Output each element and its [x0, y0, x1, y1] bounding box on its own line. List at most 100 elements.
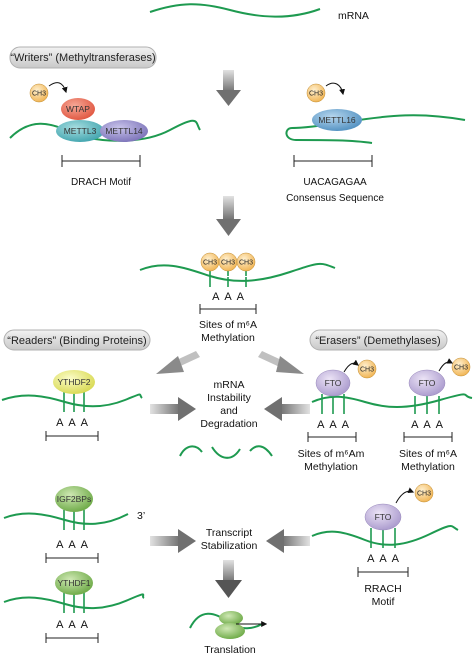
ch3-eraser-1: CH3: [357, 359, 377, 379]
sites-bracket: [199, 304, 257, 314]
instability-line2: Instability: [207, 392, 252, 404]
erasers-header: “Erasers” (Demethylases): [309, 329, 448, 351]
uac-sequence-label: UACAGAGAA: [303, 177, 367, 188]
stabilization-line1: Transcript: [206, 527, 252, 539]
instability-line4: Degradation: [200, 418, 257, 430]
three-prime-label: 3’: [137, 510, 145, 522]
svg-text:YTHDF2: YTHDF2: [57, 377, 90, 387]
svg-text:“Writers” (Methyltransferases): “Writers” (Methyltransferases): [10, 52, 155, 64]
ch3-group-mettl16: CH3: [306, 83, 326, 103]
ch3-site-1: CH3: [200, 252, 220, 272]
m6am-label-line1: Sites of m⁶Am: [298, 448, 365, 460]
rrach-label-line1: RRACH: [364, 583, 401, 595]
arrow-left-to-degradation: [264, 397, 310, 421]
svg-text:FTO: FTO: [325, 378, 342, 388]
fto-protein-1: FTO: [315, 369, 351, 397]
ythdf2-bracket: [45, 431, 99, 441]
drach-bracket: [61, 155, 141, 167]
ribosome-icon: [215, 611, 245, 639]
release-arrow-3: [395, 487, 415, 504]
ythdf1-stems: [63, 593, 85, 613]
ythdf1-bracket: [45, 633, 99, 643]
arrow-diag-readers: [156, 351, 200, 374]
svg-text:FTO: FTO: [375, 512, 392, 522]
igf2bps-protein: IGF2BPs: [55, 486, 93, 512]
svg-text:CH3: CH3: [360, 367, 374, 374]
mettl16-protein: METTL16: [312, 109, 362, 131]
drach-label: DRACH Motif: [71, 177, 131, 188]
igf2bps-stems: [63, 510, 85, 530]
sites-bases: A A A: [212, 291, 244, 303]
degraded-fragments: [179, 445, 273, 459]
svg-text:CH3: CH3: [203, 260, 217, 267]
instability-line3: and: [220, 405, 238, 417]
uac-bracket: [293, 155, 373, 167]
wtap-protein: WTAP: [61, 98, 95, 120]
rrach-bracket: [357, 567, 409, 577]
arrow-down-1: [216, 70, 241, 106]
svg-text:METTL16: METTL16: [318, 115, 356, 125]
fto-protein-3: FTO: [364, 503, 402, 531]
arrow-right-to-degradation: [150, 397, 196, 421]
top-mrna-strand: [149, 3, 321, 18]
m6am-label-line2: Methylation: [304, 461, 358, 473]
ythdf1-bases: A A A: [56, 619, 88, 631]
igf2bps-bracket: [45, 553, 99, 563]
writers-header: “Writers” (Methyltransferases): [9, 46, 157, 69]
sites-label-line1: Sites of m⁶A: [199, 319, 257, 331]
svg-text:CH3: CH3: [239, 260, 253, 267]
mrna-label: mRNA: [338, 10, 369, 22]
translation-label: Translation: [204, 644, 256, 656]
svg-text:METTL3: METTL3: [64, 126, 97, 136]
ythdf2-bases: A A A: [56, 417, 88, 429]
instability-line1: mRNA: [214, 379, 245, 391]
eraser-bracket-2: [403, 432, 453, 442]
transfer-arrow-mettl16: [325, 82, 345, 96]
mettl3-protein: METTL3: [56, 120, 104, 142]
arrow-diag-erasers: [258, 351, 304, 374]
readers-header: “Readers” (Binding Proteins): [3, 329, 151, 351]
release-arrow-2: [438, 358, 454, 372]
svg-text:“Readers” (Binding Proteins): “Readers” (Binding Proteins): [7, 335, 146, 347]
ch3-group-writers: CH3: [29, 83, 49, 103]
ythdf1-mrna-strand: [3, 593, 145, 610]
eraser-bracket-1: [307, 432, 357, 442]
eraser-bases-1: A A A: [317, 419, 349, 431]
svg-text:FTO: FTO: [419, 378, 436, 388]
arrow-down-3: [215, 560, 242, 598]
svg-text:METTL14: METTL14: [105, 126, 143, 136]
svg-text:WTAP: WTAP: [66, 104, 90, 114]
ch3-eraser-3: CH3: [414, 483, 434, 503]
mettl14-protein: METTL14: [100, 120, 148, 142]
svg-text:IGF2BPs: IGF2BPs: [57, 494, 91, 504]
ythdf2-protein: YTHDF2: [53, 370, 95, 394]
m6a-eraser-label-line2: Methylation: [401, 461, 455, 473]
ch3-site-3: CH3: [236, 252, 256, 272]
fto-stems-2: [414, 396, 440, 414]
consensus-label: Consensus Sequence: [286, 193, 384, 204]
svg-text:YTHDF1: YTHDF1: [57, 578, 90, 588]
rrach-stems: [370, 528, 396, 548]
ch3-site-2: CH3: [218, 252, 238, 272]
arrow-down-2: [216, 196, 241, 236]
ch3-eraser-2: CH3: [451, 357, 471, 377]
rrach-bases: A A A: [367, 553, 399, 565]
release-arrow-1: [343, 359, 359, 373]
arrow-left-to-stabilization: [266, 529, 310, 553]
stabilization-line2: Stabilization: [201, 540, 258, 552]
fto-stems-1: [321, 394, 345, 414]
svg-text:CH3: CH3: [221, 260, 235, 267]
sites-mrna-strand: [139, 262, 336, 282]
ythdf2-mrna-strand: [1, 393, 143, 408]
igf2bps-bases: A A A: [56, 539, 88, 551]
svg-text:CH3: CH3: [417, 491, 431, 498]
fto-protein-2: FTO: [408, 369, 446, 397]
svg-text:CH3: CH3: [309, 91, 323, 98]
mettl16-mrna-hairpin: [285, 114, 466, 144]
svg-text:CH3: CH3: [32, 91, 46, 98]
transfer-arrow-writers: [48, 82, 68, 94]
ythdf2-stems: [63, 392, 85, 412]
m6a-eraser-label-line1: Sites of m⁶A: [399, 448, 457, 460]
eraser-mrna-strand: [311, 393, 473, 408]
